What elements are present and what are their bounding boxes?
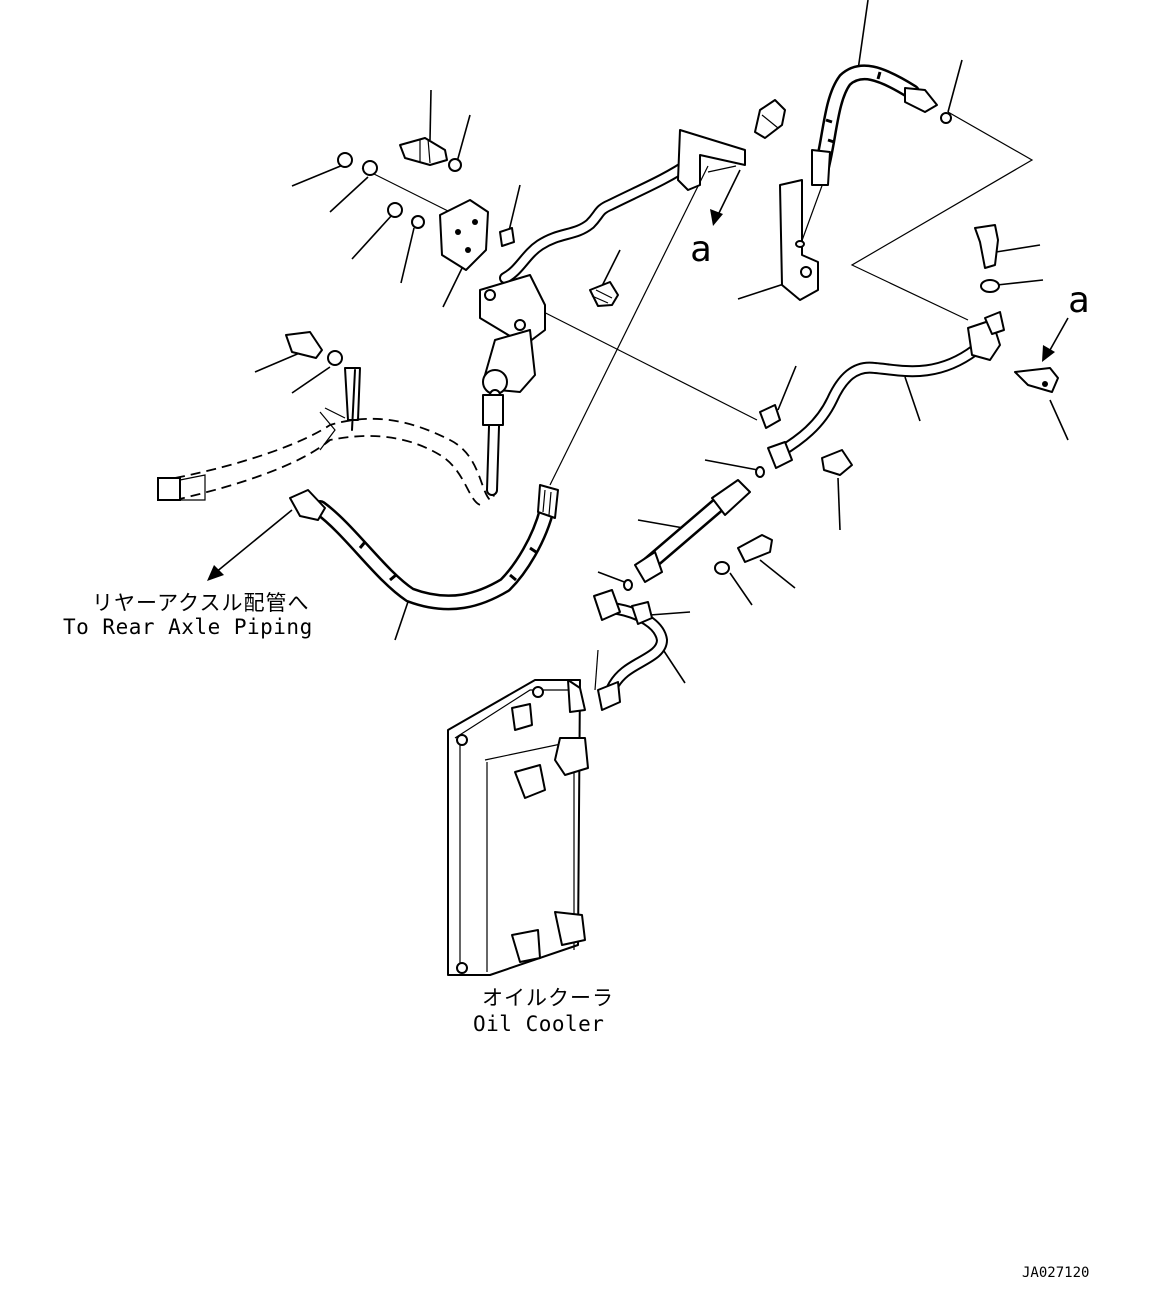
nut xyxy=(387,202,403,218)
leader-lines xyxy=(254,0,1069,691)
bracket xyxy=(1014,367,1059,393)
clamp xyxy=(821,449,853,476)
phantom-hose xyxy=(157,367,498,506)
text-labels: リヤーアクスル配管へ To Rear Axle Piping オイルクーラ Oi… xyxy=(63,229,1090,1281)
bolt xyxy=(285,331,323,359)
o-ring xyxy=(755,466,765,478)
washer xyxy=(411,215,425,229)
washer xyxy=(980,279,1000,293)
clip xyxy=(631,601,653,625)
washer xyxy=(448,158,462,172)
hose-end-fitting xyxy=(634,551,663,583)
block-fitting xyxy=(779,179,819,301)
cooler-port-fitting xyxy=(511,703,533,731)
cooler-port-fitting xyxy=(511,929,541,963)
mounting-hardware-left xyxy=(285,99,786,366)
washer xyxy=(362,160,378,176)
pipe-nut xyxy=(767,441,793,469)
pipe-nut xyxy=(597,681,621,711)
rear-axle-label-en: To Rear Axle Piping xyxy=(63,615,313,639)
oil-cooler xyxy=(447,679,589,976)
cooler-port-fitting xyxy=(514,764,546,799)
cooler-port-fitting xyxy=(567,679,586,713)
hose-end-fitting xyxy=(537,484,559,519)
bolt xyxy=(754,99,786,139)
nut xyxy=(337,152,353,168)
bolt xyxy=(399,137,448,166)
bracket-plate xyxy=(439,199,489,271)
o-ring xyxy=(940,112,952,124)
o-ring xyxy=(623,579,633,591)
hose-end-fitting xyxy=(811,149,831,186)
bolt xyxy=(737,534,773,563)
cooler-port-fitting xyxy=(554,737,589,776)
hose-end-fitting xyxy=(904,87,938,113)
lower-hose-left xyxy=(289,484,559,611)
hose-elbow-fitting xyxy=(289,489,326,521)
oil-cooler-label-en: Oil Cooler xyxy=(473,1012,604,1036)
washer xyxy=(714,561,730,575)
hose-end-fitting xyxy=(711,479,751,516)
view-ref-a-left: a xyxy=(690,229,712,270)
upper-right-hose xyxy=(779,64,952,301)
mounting-flange xyxy=(677,129,746,191)
arrows xyxy=(207,169,1069,581)
right-pipe-assembly xyxy=(755,224,1059,478)
upper-pipe-assembly xyxy=(479,129,746,496)
clip xyxy=(759,404,781,429)
hose-end-fitting xyxy=(157,477,181,501)
drawing-number: JA027120 xyxy=(1022,1265,1089,1281)
filter-head xyxy=(479,274,546,346)
pipe-flange xyxy=(593,589,621,621)
cooler-port-fitting xyxy=(554,911,586,946)
middle-short-hose xyxy=(623,479,773,591)
rear-axle-label-jp: リヤーアクスル配管へ xyxy=(92,591,309,615)
cooler-side-pipe xyxy=(593,589,668,711)
oil-cooler-label-jp: オイルクーラ xyxy=(482,986,614,1010)
clip xyxy=(499,227,515,247)
view-ref-a-right: a xyxy=(1068,280,1090,321)
bolt xyxy=(974,224,999,269)
washer xyxy=(327,350,343,366)
